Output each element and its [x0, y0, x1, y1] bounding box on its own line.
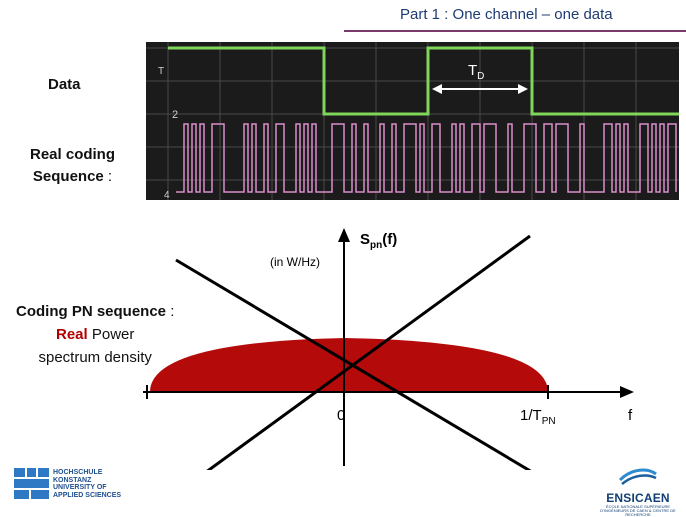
oscilloscope-capture: TD T 2 4 [146, 42, 679, 200]
psd-line2-rest: Power [87, 326, 135, 343]
psd-line1: Coding PN sequence : [16, 300, 174, 323]
data-trace [168, 46, 679, 116]
ensicaen-subtitle: ÉCOLE NATIONALE SUPÉRIEURE D'INGÉNIEURS … [600, 504, 676, 517]
psd-description: Coding PN sequence : Real Power spectrum… [16, 300, 174, 369]
ch1-marker: T [158, 66, 164, 77]
x-axis-label: f [628, 407, 633, 424]
y-axis-arrow [338, 228, 350, 242]
tick-one-over-tpn: 1/TPN [520, 407, 556, 427]
oscilloscope-traces: TD T 2 4 [146, 42, 679, 200]
ensicaen-name: ENSICAEN [606, 491, 670, 505]
td-label: TD [468, 62, 484, 82]
tick-zero: 0 [337, 407, 345, 424]
data-label: Data [48, 76, 81, 93]
ch2-marker: 2 [172, 109, 178, 121]
y-axis-unit: (in W/Hz) [270, 255, 320, 269]
psd-line2: Real Power [16, 323, 174, 346]
title-underline [344, 30, 686, 32]
scope-grid [146, 42, 679, 200]
psd-diagram: Spn(f) (in W/Hz) 0 1/TPN f [143, 228, 634, 470]
coding-label-line2: Sequence : [30, 166, 115, 188]
td-arrow-left [432, 84, 442, 94]
x-axis-arrow [620, 386, 634, 398]
real-coding-sequence-label: Real coding Sequence : [30, 144, 115, 188]
ensicaen-wave-icon [618, 468, 657, 485]
ch4-marker: 4 [164, 190, 170, 200]
y-axis-label: Spn(f) [360, 231, 397, 251]
psd-line3: spectrum density [38, 349, 152, 366]
coding-label-word: Sequence [32, 168, 104, 185]
coding-label-colon: : [103, 168, 113, 185]
pn-sequence-trace [176, 123, 677, 193]
hochschule-logo-text: HOCHSCHULE KONSTANZ UNIVERSITY OF APPLIE… [53, 469, 122, 499]
coding-label-line1: Real coding [30, 146, 116, 163]
psd-real-word: Real [56, 326, 88, 343]
td-arrow-right [518, 84, 528, 94]
psd-line1-rest: : [166, 303, 175, 320]
slide-title: Part 1 : One channel – one data [400, 6, 613, 23]
cross-line-ascending [206, 234, 531, 470]
ensicaen-logo: ENSICAEN ÉCOLE NATIONALE SUPÉRIEURE D'IN… [598, 466, 678, 517]
psd-line1-bold: Coding PN sequence [16, 303, 167, 320]
hochschule-logo-icon [14, 468, 49, 499]
psd-lobe [150, 338, 548, 392]
pn-waveform [176, 123, 677, 193]
